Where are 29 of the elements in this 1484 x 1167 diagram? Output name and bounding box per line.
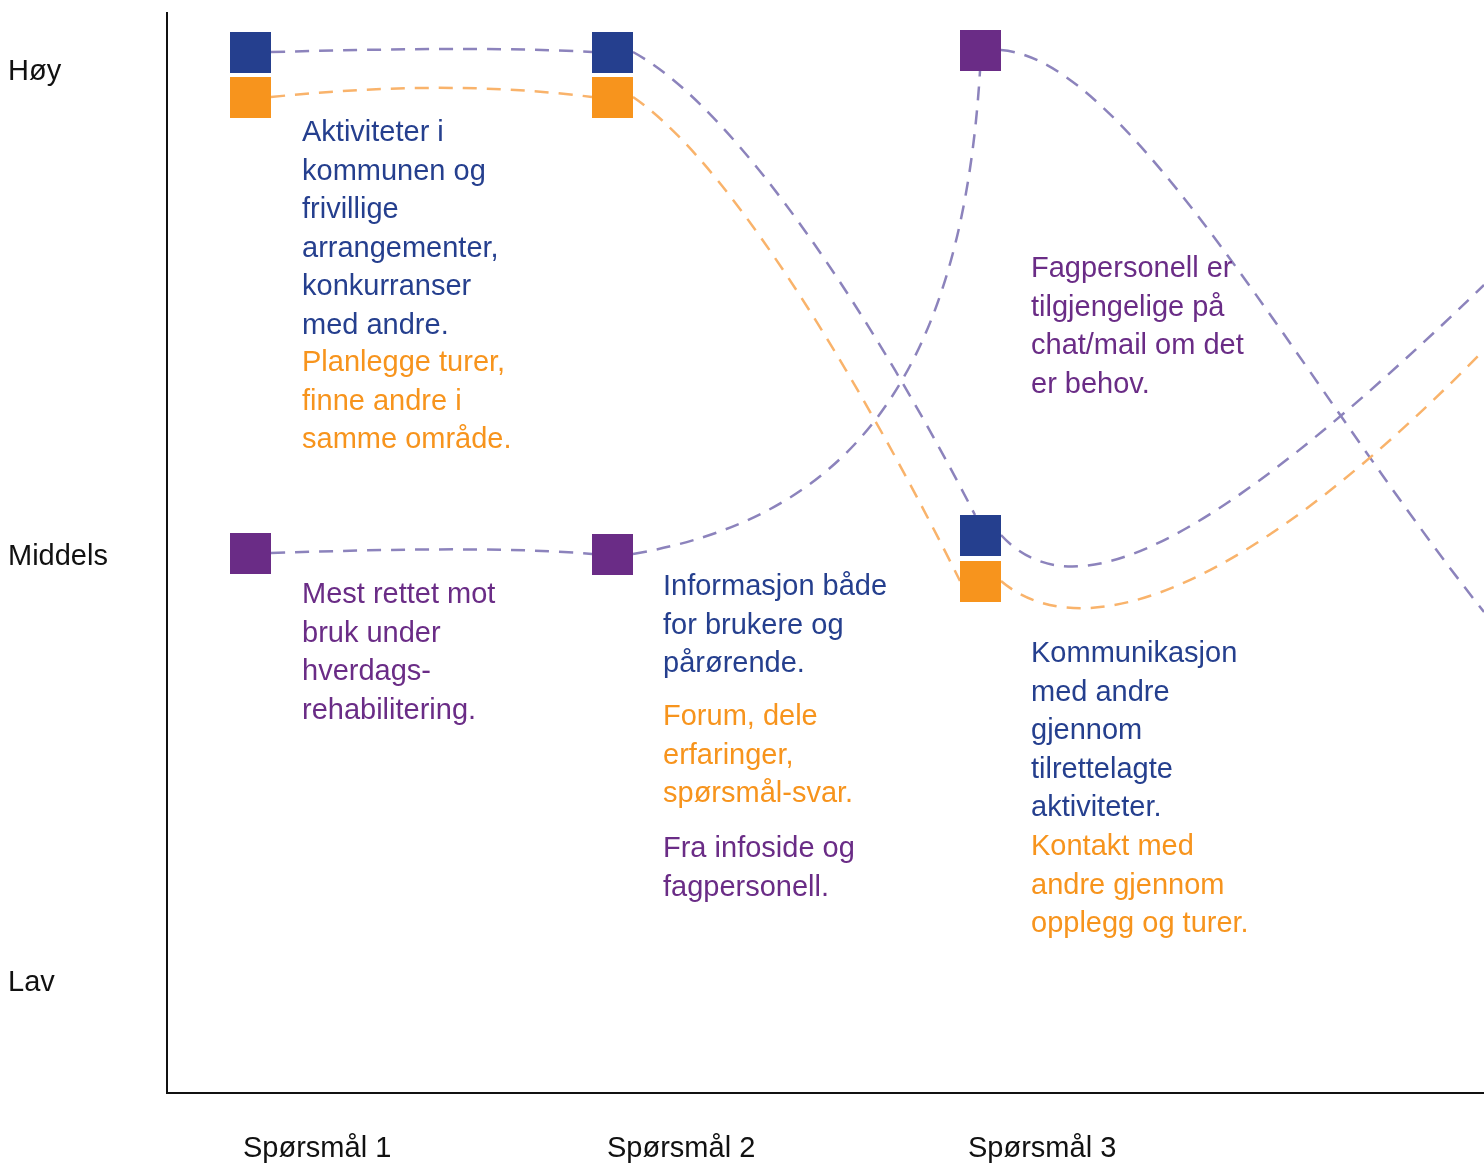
connector-line	[1000, 48, 1484, 613]
annotation-text: Kontakt med andre gjennom opplegg og turer.	[1031, 828, 1250, 940]
annotation-text: Informasjon både for brukere og pårørende.	[663, 568, 889, 680]
axis-label: Spørsmål 1	[243, 1130, 392, 1164]
annotation-text: Fagpersonell er tilgjengelige på chat/mail om det er behov.	[1031, 250, 1245, 401]
marker-square	[592, 534, 633, 575]
connector-line	[270, 548, 593, 556]
annotation-text: Planlegge turer, finne andre i samme område.	[302, 344, 513, 456]
marker-square	[960, 515, 1001, 556]
annotation-text: Aktiviteter i kommunen og frivillige arrangementer, konkurranser med andre.	[302, 114, 500, 342]
axis-label: Høy	[8, 53, 62, 87]
marker-square	[592, 77, 633, 118]
annotation-text: Forum, dele erfaringer, spørsmål-svar.	[663, 698, 855, 810]
connector-line	[270, 47, 593, 54]
axis-label: Lav	[8, 964, 55, 998]
annotation-text: Kommunikasjon med andre gjennom tilrettelagte aktiviteter.	[1031, 635, 1239, 824]
axis-label: Spørsmål 3	[968, 1130, 1117, 1164]
annotation-text: Mest rettet mot bruk under hverdags-rehabilitering.	[302, 576, 497, 727]
connector-line	[1000, 284, 1484, 568]
connector-line	[632, 96, 962, 582]
connector-line	[270, 86, 593, 99]
marker-square	[230, 32, 271, 73]
axis-label: Spørsmål 2	[607, 1130, 756, 1164]
axis-label: Middels	[8, 538, 108, 572]
marker-square	[230, 77, 271, 118]
annotation-text: Fra infoside og fagpersonell.	[663, 830, 856, 904]
marker-square	[960, 561, 1001, 602]
marker-square	[960, 30, 1001, 71]
marker-square	[592, 32, 633, 73]
